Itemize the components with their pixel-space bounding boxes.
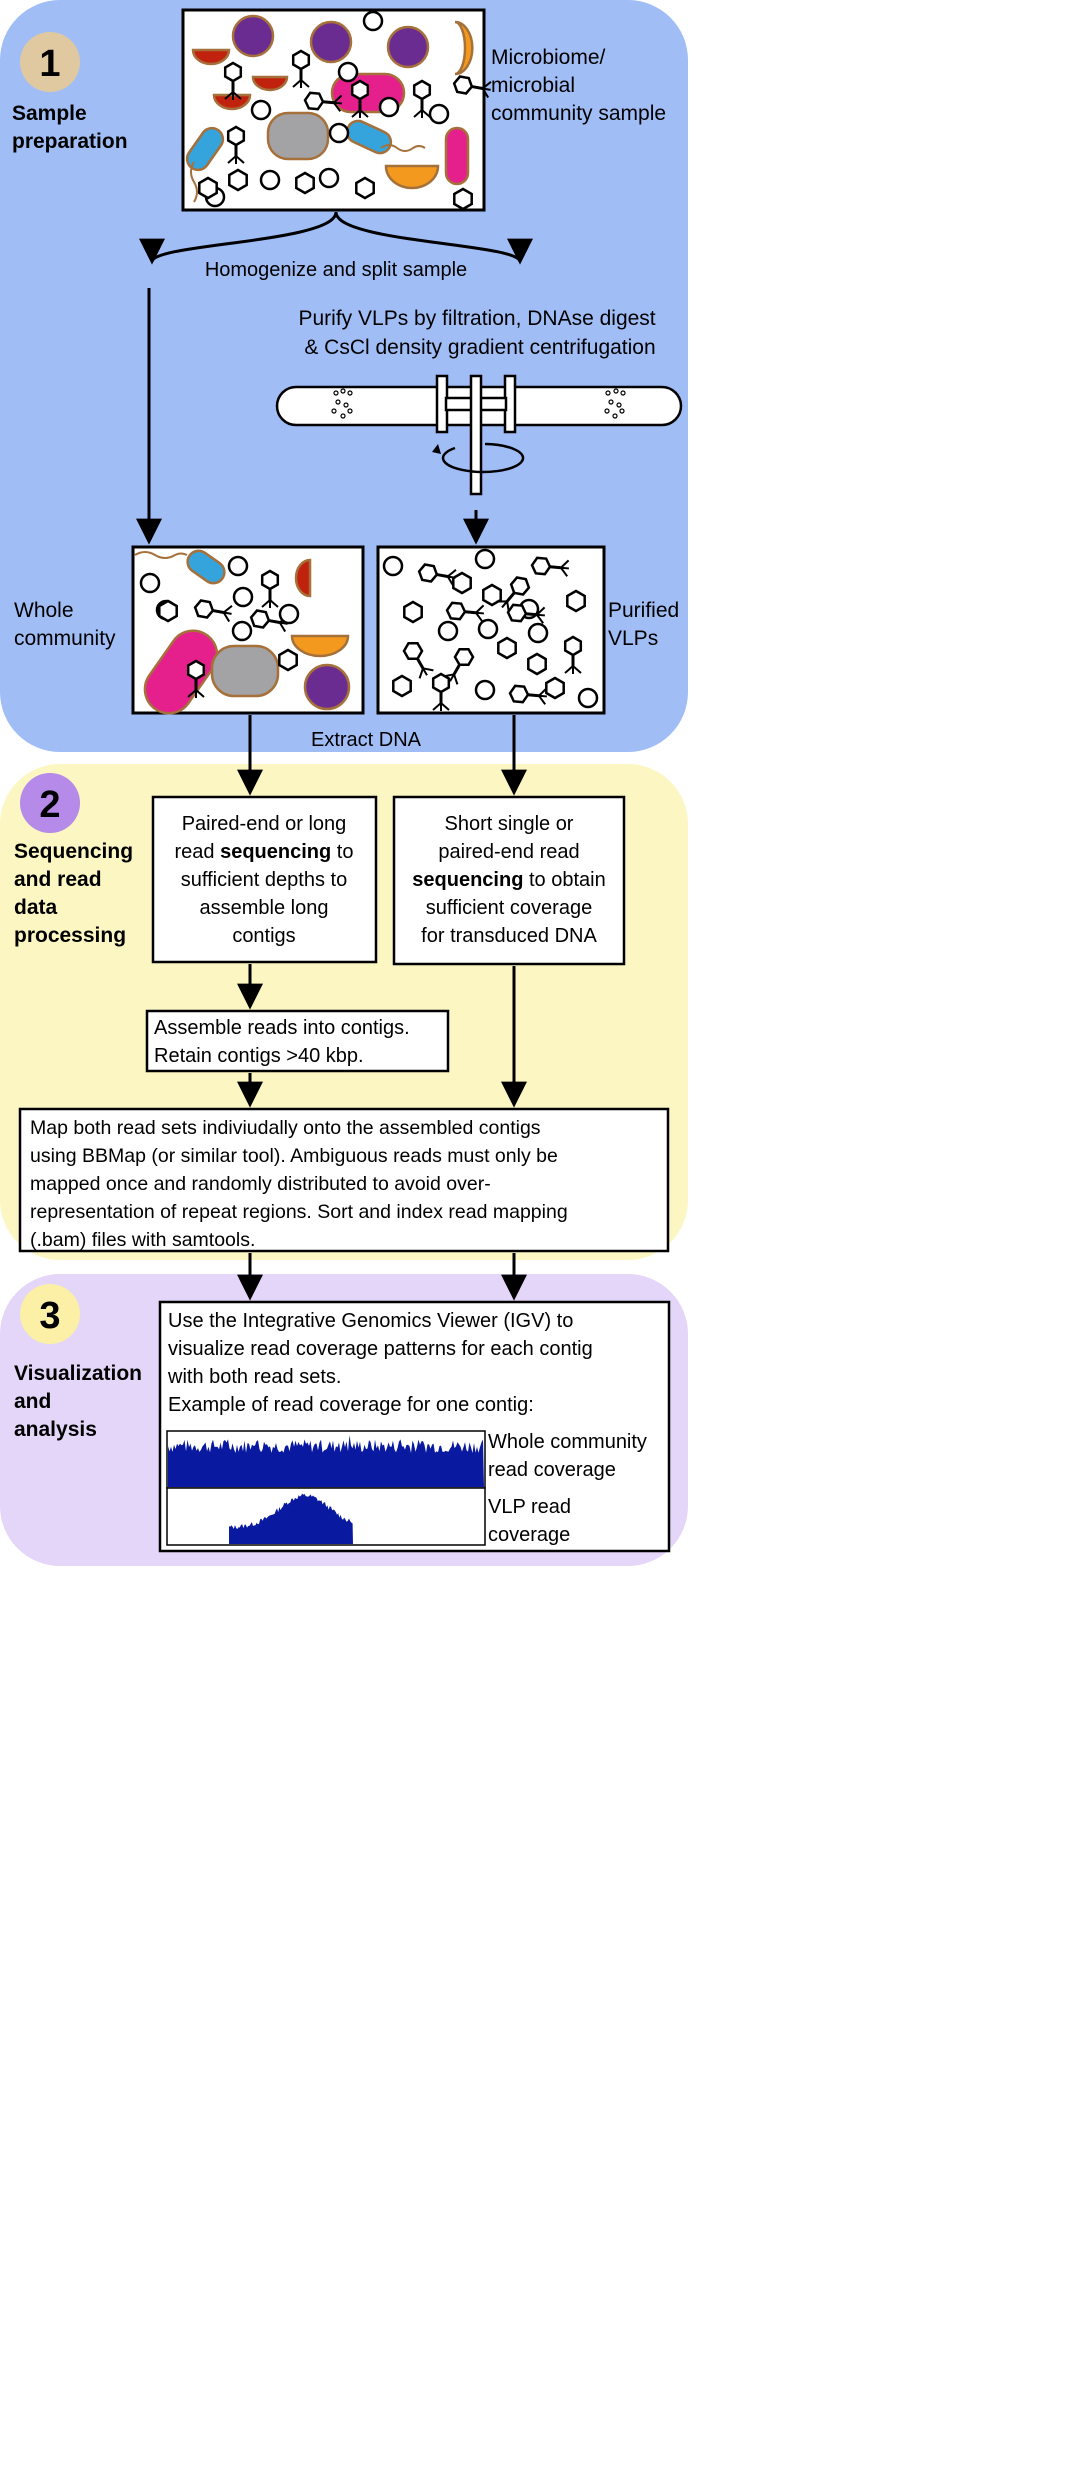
long-read-box-line: Paired-end or long bbox=[182, 813, 347, 835]
whole-coverage-track bbox=[168, 1435, 484, 1487]
long-read-box-text: Paired-end or long read sequencing to suff… bbox=[175, 813, 354, 947]
assemble-line: Retain contigs >40 kbp. bbox=[154, 1045, 364, 1067]
short-read-box-text: Short single or paired-end read sequencing… bbox=[412, 813, 605, 947]
section-3-badge bbox=[20, 1284, 80, 1344]
section-3-title: Visualization and analysis bbox=[14, 1362, 148, 1441]
map-box-text: Map both read sets indiviudally onto the… bbox=[30, 1117, 573, 1251]
short-read-box bbox=[392, 795, 626, 966]
long-read-box bbox=[151, 795, 378, 964]
map-line: representation of repeat regions. Sort a… bbox=[30, 1201, 568, 1223]
centrifuge-illustration bbox=[275, 374, 683, 496]
section-2-title: Sequencing and read data processing bbox=[14, 840, 139, 947]
long-read-box-line: contigs bbox=[232, 925, 295, 947]
split-arrows bbox=[139, 211, 533, 265]
purified-vlps-label-line: VLPs bbox=[608, 627, 658, 650]
sample-label-line: Microbiome/ bbox=[491, 46, 606, 69]
section-2-title-line: processing bbox=[14, 924, 126, 947]
igv-line: Use the Integrative Genomics Viewer (IGV… bbox=[168, 1310, 573, 1332]
whole-coverage-label-line: Whole community bbox=[488, 1431, 647, 1453]
vlp-coverage-label: VLP read coverage bbox=[488, 1496, 577, 1546]
igv-box-text: Use the Integrative Genomics Viewer (IGV… bbox=[167, 1310, 598, 1416]
section-3-number: 3 bbox=[39, 1295, 60, 1337]
short-read-box-line: paired-end read bbox=[438, 841, 579, 863]
whole-community-label-line: Whole bbox=[14, 599, 74, 622]
long-read-box-line: assemble long bbox=[200, 897, 329, 919]
short-read-box-line: Short single or bbox=[445, 813, 574, 835]
section-2-badge bbox=[20, 773, 80, 833]
sample-label: Microbiome/ microbial community sample bbox=[491, 46, 666, 125]
purified-vlps-label: Purified VLPs bbox=[608, 599, 685, 650]
sample-label-line: microbial bbox=[491, 74, 575, 97]
whole-community-label: Whole community bbox=[14, 599, 116, 650]
short-read-box-line: sequencing to obtain bbox=[412, 869, 605, 891]
whole-community-illustration bbox=[131, 545, 365, 715]
section-1-title: Sample preparation bbox=[12, 102, 128, 153]
vlp-coverage-label-line: VLP read bbox=[488, 1496, 571, 1518]
section-3-title-line: Visualization bbox=[14, 1362, 142, 1385]
assemble-line: Assemble reads into contigs. bbox=[154, 1017, 410, 1039]
short-read-box-line: sufficient coverage bbox=[426, 897, 592, 919]
igv-line: visualize read coverage patterns for eac… bbox=[168, 1338, 593, 1360]
sample-label-line: community sample bbox=[491, 102, 666, 125]
section-3-title-line: and bbox=[14, 1390, 51, 1413]
purified-vlps-label-line: Purified bbox=[608, 599, 679, 622]
section-1-number: 1 bbox=[39, 43, 60, 85]
short-read-box-line: for transduced DNA bbox=[421, 925, 597, 947]
whole-coverage-label: Whole community read coverage bbox=[488, 1431, 653, 1481]
extract-dna-text: Extract DNA bbox=[311, 729, 422, 751]
purify-text-line: Purify VLPs by filtration, DNAse digest bbox=[299, 307, 656, 330]
section-1-badge bbox=[20, 32, 80, 92]
map-line: Map both read sets indiviudally onto the… bbox=[30, 1117, 541, 1139]
map-line: (.bam) files with samtools. bbox=[30, 1229, 255, 1251]
igv-line: Example of read coverage for one contig: bbox=[168, 1394, 534, 1416]
whole-community-label-line: community bbox=[14, 627, 116, 650]
whole-coverage-label-line: read coverage bbox=[488, 1459, 616, 1481]
vlp-coverage-track bbox=[229, 1493, 353, 1544]
assemble-box bbox=[145, 1009, 450, 1073]
purify-text: Purify VLPs by filtration, DNAse digest … bbox=[299, 307, 662, 359]
vlp-coverage-label-line: coverage bbox=[488, 1524, 570, 1546]
section-2-title-line: and read bbox=[14, 868, 102, 891]
section-3-title-line: analysis bbox=[14, 1418, 97, 1441]
section-2-title-line: data bbox=[14, 896, 58, 919]
long-read-box-line: read sequencing to bbox=[175, 841, 354, 863]
section-1-title-line: preparation bbox=[12, 130, 128, 153]
purified-vlps-illustration bbox=[376, 545, 606, 715]
section-1-title-line: Sample bbox=[12, 102, 87, 125]
assemble-box-text: Assemble reads into contigs. Retain cont… bbox=[154, 1017, 415, 1067]
map-box bbox=[18, 1107, 670, 1253]
section-2-number: 2 bbox=[39, 784, 60, 826]
map-line: using BBMap (or similar tool). Ambiguous… bbox=[30, 1145, 558, 1167]
long-read-box-line: sufficient depths to bbox=[181, 869, 347, 891]
split-text: Homogenize and split sample bbox=[205, 259, 467, 281]
map-line: mapped once and randomly distributed to … bbox=[30, 1173, 491, 1195]
microbiome-sample-illustration bbox=[181, 8, 494, 212]
section-2-title-line: Sequencing bbox=[14, 840, 133, 863]
igv-line: with both read sets. bbox=[167, 1366, 341, 1388]
purify-text-line: & CsCl density gradient centrifugation bbox=[304, 336, 655, 359]
